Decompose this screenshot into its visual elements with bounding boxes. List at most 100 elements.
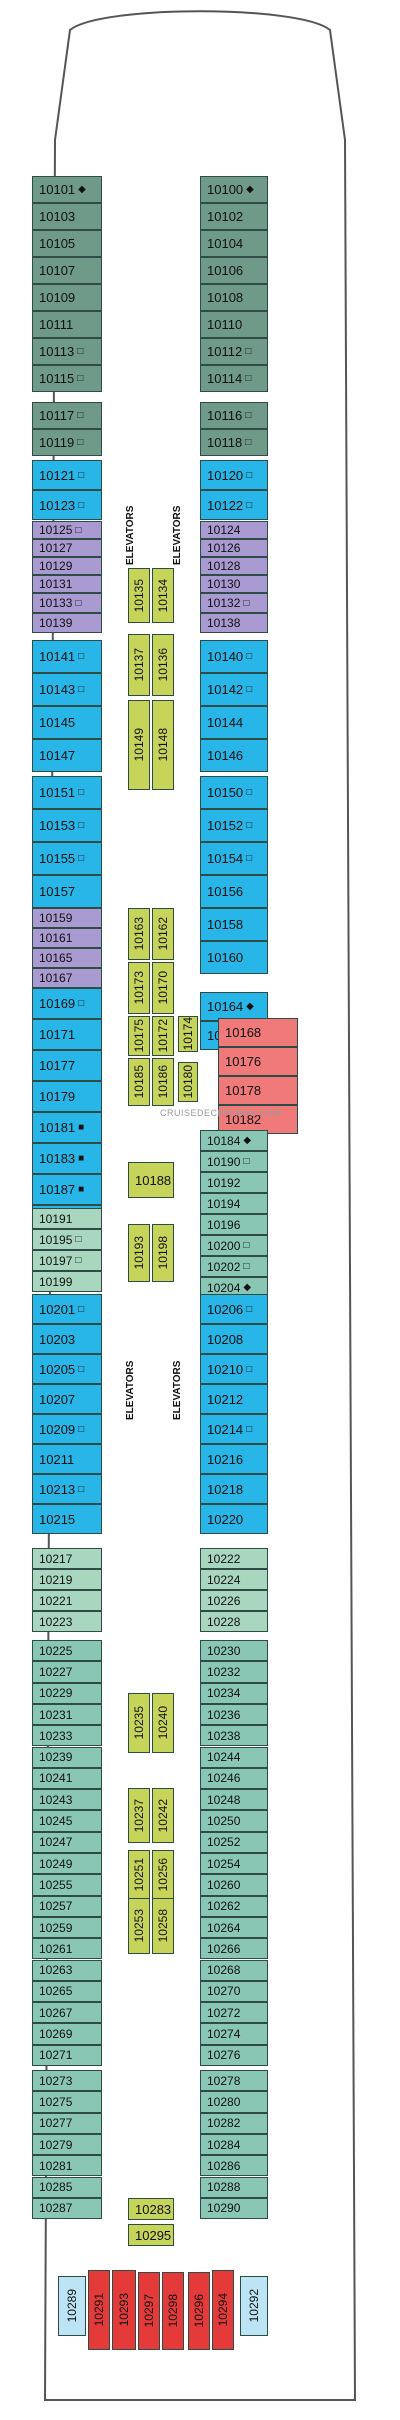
cabin-10215[interactable]: 10215 — [32, 1504, 102, 1534]
cabin-10259[interactable]: 10259 — [32, 1916, 102, 1939]
cabin-10273[interactable]: 10273 — [32, 2070, 102, 2092]
cabin-10241[interactable]: 10241 — [32, 1767, 102, 1790]
cabin-10235[interactable]: 10235 — [128, 1693, 150, 1753]
cabin-10286[interactable]: 10286 — [200, 2155, 268, 2177]
cabin-10269[interactable]: 10269 — [32, 2023, 102, 2045]
cabin-10129[interactable]: 10129 — [32, 557, 102, 575]
cabin-10127[interactable]: 10127 — [32, 539, 102, 557]
cabin-10161[interactable]: 10161 — [32, 928, 102, 948]
cabin-10279[interactable]: 10279 — [32, 2133, 102, 2156]
cabin-10297[interactable]: 10297 — [138, 2272, 160, 2350]
cabin-10236[interactable]: 10236 — [200, 1703, 268, 1726]
cabin-10267[interactable]: 10267 — [32, 2002, 102, 2024]
cabin-10218[interactable]: 10218 — [200, 1474, 268, 1504]
cabin-10139[interactable]: 10139 — [32, 613, 102, 633]
cabin-10186[interactable]: 10186 — [152, 1058, 174, 1106]
cabin-10100[interactable]: 10100◆ — [200, 176, 268, 203]
cabin-10242[interactable]: 10242 — [152, 1788, 174, 1843]
cabin-10156[interactable]: 10156 — [200, 875, 268, 908]
cabin-10221[interactable]: 10221 — [32, 1590, 102, 1611]
cabin-10225[interactable]: 10225 — [32, 1640, 102, 1662]
cabin-10102[interactable]: 10102 — [200, 203, 268, 230]
cabin-10207[interactable]: 10207 — [32, 1384, 102, 1414]
cabin-10266[interactable]: 10266 — [200, 1938, 268, 1960]
cabin-10195[interactable]: 10195□ — [32, 1229, 102, 1250]
cabin-10179[interactable]: 10179 — [32, 1081, 102, 1112]
cabin-10116[interactable]: 10116□ — [200, 402, 268, 429]
cabin-10233[interactable]: 10233 — [32, 1725, 102, 1747]
cabin-10196[interactable]: 10196 — [200, 1214, 268, 1235]
cabin-10109[interactable]: 10109 — [32, 284, 102, 311]
cabin-10112[interactable]: 10112□ — [200, 338, 268, 365]
cabin-10177[interactable]: 10177 — [32, 1050, 102, 1081]
cabin-10239[interactable]: 10239 — [32, 1746, 102, 1768]
cabin-10140[interactable]: 10140□ — [200, 640, 268, 673]
cabin-10147[interactable]: 10147 — [32, 739, 102, 772]
cabin-10146[interactable]: 10146 — [200, 739, 268, 772]
cabin-10123[interactable]: 10123□ — [32, 490, 102, 520]
cabin-10249[interactable]: 10249 — [32, 1853, 102, 1875]
cabin-10216[interactable]: 10216 — [200, 1444, 268, 1474]
cabin-10283[interactable]: 10283 — [128, 2198, 174, 2220]
cabin-10126[interactable]: 10126 — [200, 539, 268, 557]
cabin-10120[interactable]: 10120□ — [200, 460, 268, 490]
cabin-10168[interactable]: 10168 — [218, 1018, 298, 1047]
cabin-10271[interactable]: 10271 — [32, 2044, 102, 2066]
cabin-10131[interactable]: 10131 — [32, 575, 102, 593]
cabin-10104[interactable]: 10104 — [200, 230, 268, 257]
cabin-10275[interactable]: 10275 — [32, 2091, 102, 2113]
cabin-10180[interactable]: 10180 — [178, 1062, 198, 1102]
cabin-10134[interactable]: 10134 — [152, 568, 174, 623]
cabin-10137[interactable]: 10137 — [128, 634, 150, 696]
cabin-10252[interactable]: 10252 — [200, 1831, 268, 1853]
cabin-10232[interactable]: 10232 — [200, 1661, 268, 1683]
cabin-10155[interactable]: 10155□ — [32, 842, 102, 875]
cabin-10268[interactable]: 10268 — [200, 1959, 268, 1981]
cabin-10229[interactable]: 10229 — [32, 1682, 102, 1704]
cabin-10138[interactable]: 10138 — [200, 613, 268, 633]
cabin-10276[interactable]: 10276 — [200, 2044, 268, 2066]
cabin-10165[interactable]: 10165 — [32, 948, 102, 968]
cabin-10149[interactable]: 10149 — [128, 700, 150, 790]
cabin-10115[interactable]: 10115□ — [32, 365, 102, 392]
cabin-10163[interactable]: 10163 — [128, 908, 150, 960]
cabin-10263[interactable]: 10263 — [32, 1959, 102, 1981]
cabin-10223[interactable]: 10223 — [32, 1611, 102, 1632]
cabin-10254[interactable]: 10254 — [200, 1853, 268, 1875]
cabin-10264[interactable]: 10264 — [200, 1916, 268, 1939]
cabin-10220[interactable]: 10220 — [200, 1504, 268, 1534]
cabin-10274[interactable]: 10274 — [200, 2023, 268, 2045]
cabin-10294[interactable]: 10294 — [212, 2270, 234, 2350]
cabin-10151[interactable]: 10151□ — [32, 776, 102, 809]
cabin-10128[interactable]: 10128 — [200, 557, 268, 575]
cabin-10202[interactable]: 10202□ — [200, 1256, 268, 1277]
cabin-10255[interactable]: 10255 — [32, 1874, 102, 1896]
cabin-10246[interactable]: 10246 — [200, 1767, 268, 1790]
cabin-10193[interactable]: 10193 — [128, 1224, 150, 1282]
cabin-10162[interactable]: 10162 — [152, 908, 174, 960]
cabin-10224[interactable]: 10224 — [200, 1569, 268, 1590]
cabin-10171[interactable]: 10171 — [32, 1019, 102, 1050]
cabin-10188[interactable]: 10188♿ — [128, 1162, 174, 1198]
cabin-10113[interactable]: 10113□ — [32, 338, 102, 365]
cabin-10159[interactable]: 10159 — [32, 908, 102, 928]
cabin-10167[interactable]: 10167 — [32, 968, 102, 988]
cabin-10199[interactable]: 10199 — [32, 1271, 102, 1292]
cabin-10190[interactable]: 10190□ — [200, 1151, 268, 1172]
cabin-10101[interactable]: 10101◆ — [32, 176, 102, 203]
cabin-10285[interactable]: 10285 — [32, 2176, 102, 2198]
cabin-10222[interactable]: 10222 — [200, 1548, 268, 1569]
cabin-10290[interactable]: 10290 — [200, 2197, 268, 2220]
cabin-10210[interactable]: 10210□ — [200, 1354, 268, 1384]
cabin-10132[interactable]: 10132□ — [200, 593, 268, 613]
cabin-10160[interactable]: 10160 — [200, 941, 268, 974]
cabin-10174[interactable]: 10174 — [178, 1016, 198, 1052]
cabin-10238[interactable]: 10238 — [200, 1725, 268, 1747]
cabin-10260[interactable]: 10260 — [200, 1874, 268, 1896]
cabin-10212[interactable]: 10212 — [200, 1384, 268, 1414]
cabin-10194[interactable]: 10194 — [200, 1193, 268, 1214]
cabin-10240[interactable]: 10240 — [152, 1693, 174, 1753]
cabin-10157[interactable]: 10157 — [32, 875, 102, 908]
cabin-10270[interactable]: 10270 — [200, 1980, 268, 2003]
cabin-10250[interactable]: 10250 — [200, 1810, 268, 1832]
